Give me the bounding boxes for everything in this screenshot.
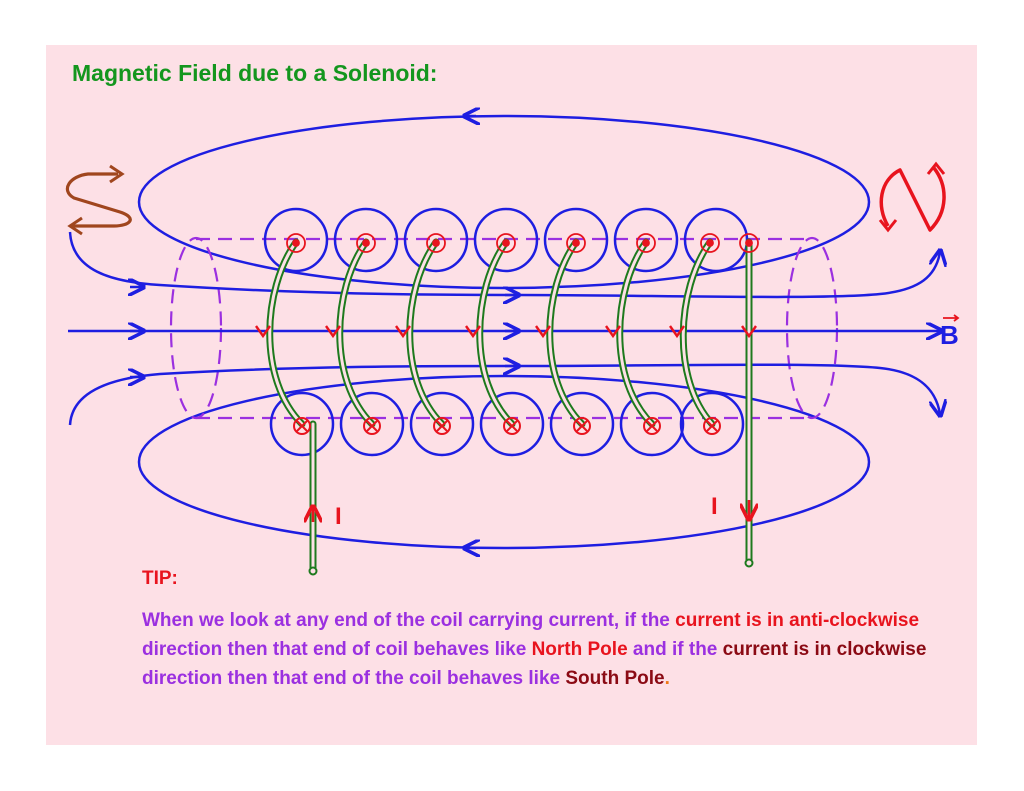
field-vector-label: B <box>940 320 959 350</box>
left-current-label: I <box>335 503 342 530</box>
tip-anticlockwise-phrase: current is in anti-clockwise <box>675 610 920 631</box>
coil-top-circles <box>263 207 749 273</box>
tip-text-3: and if the <box>627 639 723 660</box>
inner-field-lines <box>68 231 940 426</box>
tip-north-pole: North Pole <box>531 639 628 660</box>
current-in-crosses <box>293 417 721 435</box>
south-arrow-tip-bottom <box>67 216 83 236</box>
tip-text-4: direction then that end of the coil beha… <box>142 668 566 689</box>
tip-clockwise-phrase: current is in clockwise <box>722 639 927 660</box>
right-terminal <box>744 558 754 568</box>
south-arrow-tip-top <box>109 164 125 184</box>
coil-current-arrows <box>255 325 757 339</box>
north-arrow-tip-left <box>878 219 898 233</box>
tip-text-2: direction then that end of coil behaves … <box>142 639 532 660</box>
slide-background <box>46 45 977 745</box>
left-terminal <box>308 566 318 576</box>
field-direction-arrows <box>130 287 517 377</box>
tip-heading: TIP: <box>142 568 178 589</box>
lower-outer-field-loop <box>137 374 871 550</box>
upper-outer-field-loop <box>137 114 871 290</box>
north-pole-symbol-icon <box>879 166 946 232</box>
south-pole-symbol-icon <box>65 172 132 228</box>
tip-south-pole: South Pole <box>565 668 665 689</box>
vector-arrow-icon <box>943 314 960 322</box>
coil-bottom-circles <box>269 391 745 457</box>
page-title: Magnetic Field due to a Solenoid: <box>72 60 438 86</box>
current-out-dots <box>286 233 759 253</box>
tip-period: . <box>664 668 670 689</box>
tip-text-1: When we look at any end of the coil carr… <box>142 610 676 631</box>
tip-body: When we look at any end of the coil carr… <box>142 606 942 693</box>
north-arrow-tip-right <box>926 161 946 175</box>
right-current-label: I <box>711 493 718 520</box>
